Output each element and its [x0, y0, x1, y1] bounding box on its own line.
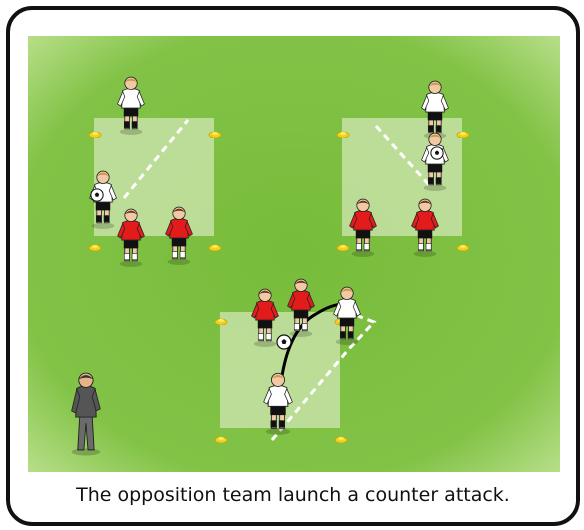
cone-icon	[88, 131, 102, 138]
drill-card: The opposition team launch a counter att…	[6, 6, 580, 526]
soccer-ball-icon	[430, 146, 444, 160]
cone-icon	[456, 131, 470, 138]
cone-icon	[214, 436, 228, 443]
pitch-diagram	[28, 36, 560, 472]
soccer-ball-icon	[90, 188, 104, 202]
run-line-top-left	[122, 119, 190, 199]
cone-icon	[214, 318, 228, 325]
run-line-top-right	[374, 124, 432, 188]
drill-caption: The opposition team launch a counter att…	[76, 484, 510, 506]
cone-icon	[334, 436, 348, 443]
cone-icon	[88, 244, 102, 251]
pass-line	[280, 302, 345, 377]
cone-icon	[208, 131, 222, 138]
cone-icon	[336, 131, 350, 138]
cone-icon	[456, 244, 470, 251]
run-line-bottom	[270, 314, 377, 441]
cone-icon	[208, 244, 222, 251]
soccer-ball-icon	[276, 334, 292, 350]
pitch-area	[28, 36, 560, 472]
grid-top-left	[94, 118, 214, 236]
cone-icon	[336, 244, 350, 251]
